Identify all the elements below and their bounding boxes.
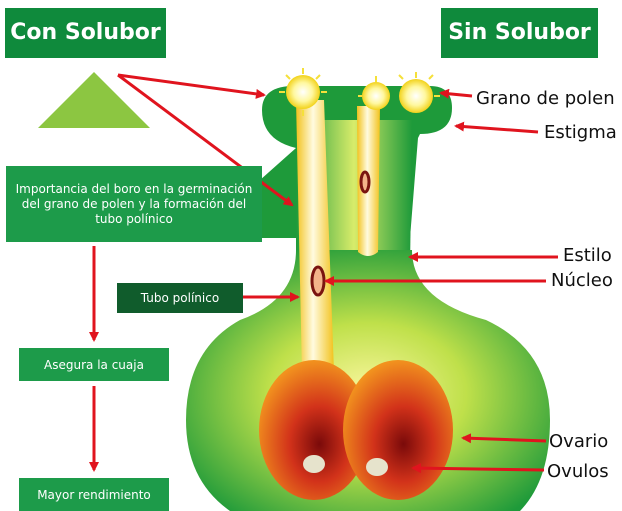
- ovule-nucleus-left: [303, 455, 325, 473]
- con-solubor-badge: Con Solubor: [5, 8, 166, 58]
- arrow-ovario: [461, 433, 547, 444]
- label-estigma: Estigma: [544, 122, 617, 143]
- mayor-rendimiento-box: Mayor rendimiento: [19, 478, 169, 511]
- label-ovario: Ovario: [549, 431, 609, 452]
- label-estilo: Estilo: [563, 245, 612, 266]
- sin-solubor-badge: Sin Solubor: [441, 8, 598, 58]
- pollen-tube-long: [296, 100, 334, 378]
- arrow-con-to-tube: [117, 73, 294, 207]
- label-ovulos: Ovulos: [547, 461, 609, 482]
- label-nucleo: Núcleo: [551, 270, 613, 291]
- nucleus-long-tube: [310, 265, 326, 297]
- label-grano-de-polen: Grano de polen: [476, 88, 615, 109]
- arrow-estigma: [454, 121, 539, 134]
- ovule-left: [259, 360, 369, 500]
- ovule-right: [343, 360, 453, 500]
- asegura-cuaja-box: Asegura la cuaja: [19, 348, 169, 381]
- importancia-box: Importancia del boro en la germinación d…: [6, 166, 262, 242]
- pollen-grains: [279, 68, 440, 116]
- triangle-shape: [38, 72, 150, 128]
- arrow-grano: [439, 88, 473, 99]
- ovule-nucleus-right: [366, 458, 388, 476]
- nucleus-short-tube: [359, 170, 371, 194]
- tubo-polinico-box: Tubo polínico: [117, 283, 243, 313]
- arrow-con-to-pollen: [117, 73, 266, 99]
- arrow-ovulos: [411, 463, 545, 474]
